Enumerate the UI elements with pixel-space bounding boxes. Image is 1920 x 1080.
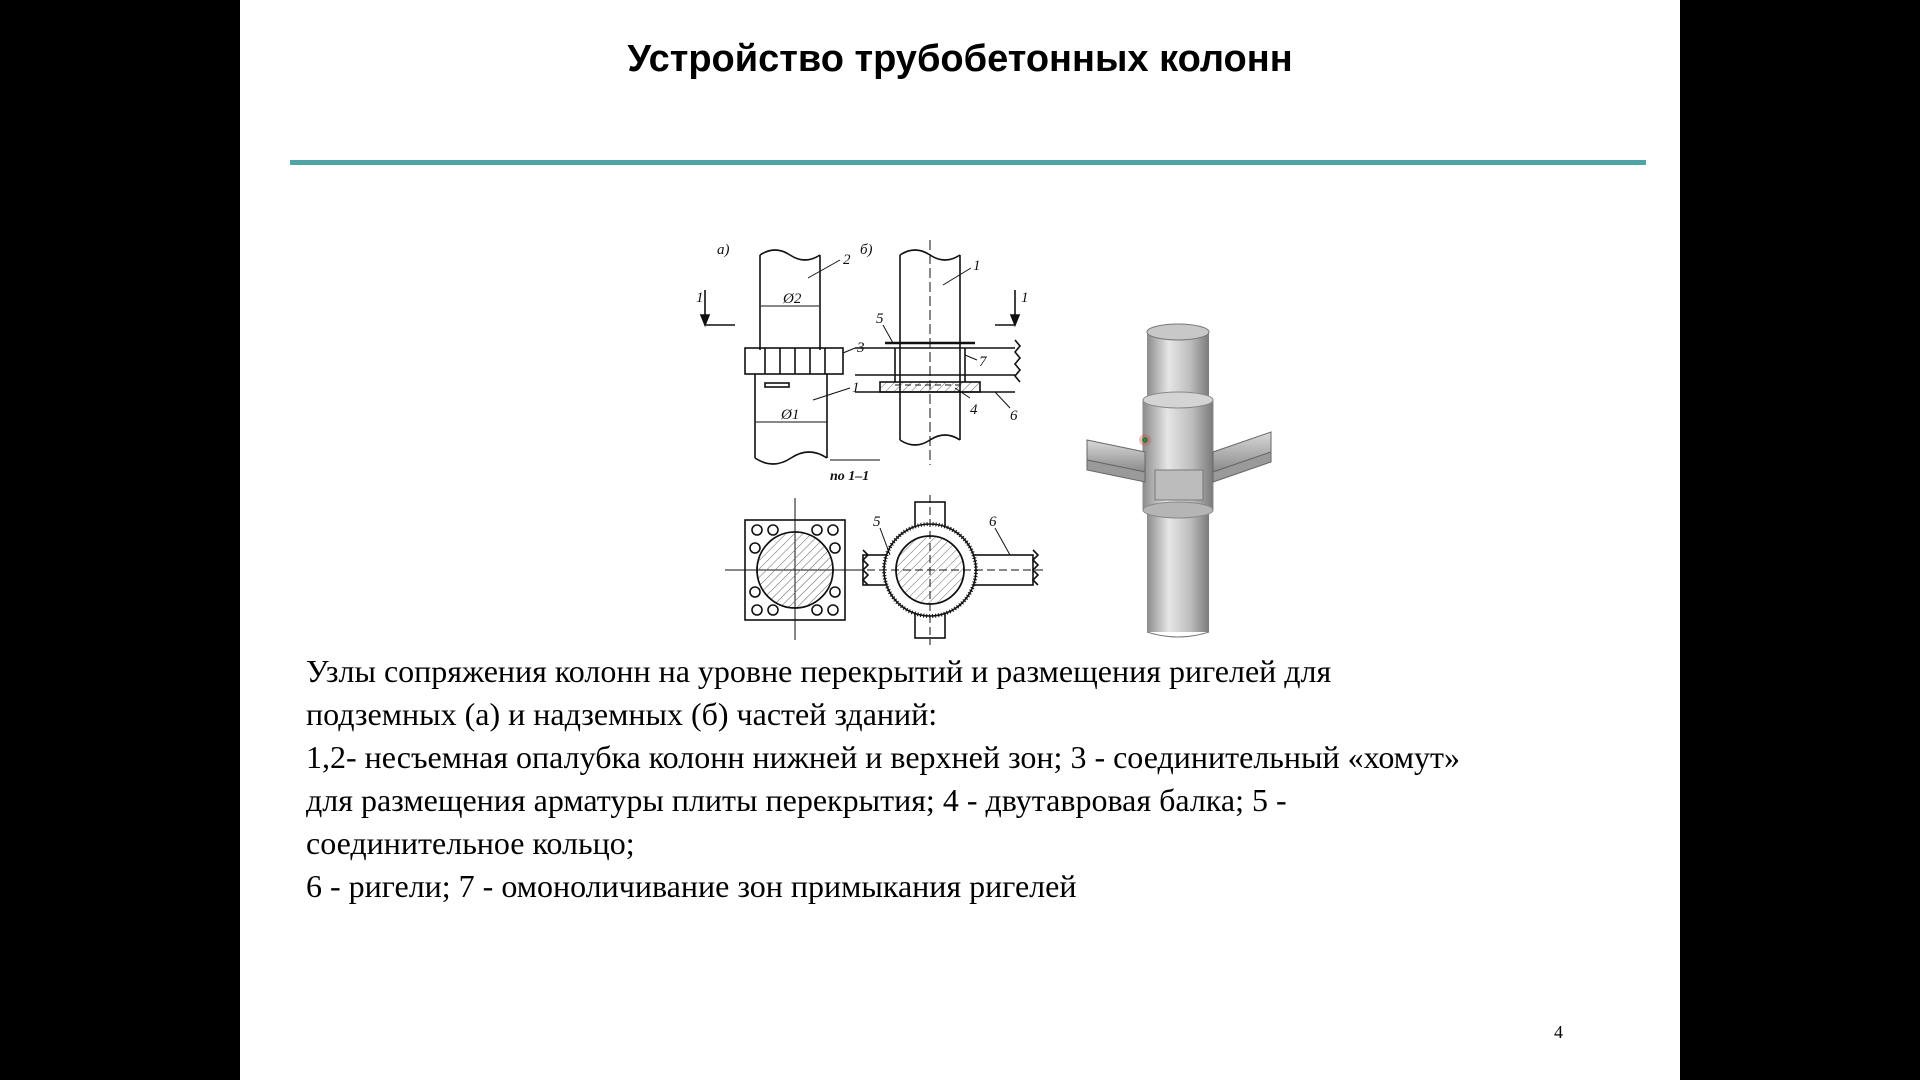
label-a: а) [717,242,730,258]
label-1b: 1 [973,258,981,274]
label-1a: 1 [852,380,860,396]
slide: Устройство трубобетонных колонн [240,0,1680,1080]
label-3: 3 [856,340,865,356]
column-joint-3d-render [1086,323,1272,638]
caption-line: для размещения арматуры плиты перекрытия… [306,782,1287,818]
label-b: б) [860,242,873,258]
figure-caption: Узлы сопряжения колонн на уровне перекры… [306,650,1626,908]
label-7: 7 [979,354,988,370]
caption-line: соединительное кольцо; [306,825,635,861]
page-number: 4 [1554,1022,1563,1042]
label-section: по 1–1 [830,469,869,484]
label-5b: 5 [873,514,881,530]
caption-line: 1,2- несъемная опалубка колонн нижней и … [306,739,1461,775]
title-divider [290,160,1646,165]
label-d2: Ø2 [782,291,802,307]
column-joint-drawing: а) б) Ø2 Ø1 2 3 1 1 1 1 5 7 4 6 по 1–1 5… [696,240,1045,645]
label-cut-2: 1 [1021,290,1029,306]
label-6a: 6 [1010,408,1018,424]
label-cut-1: 1 [696,290,704,306]
caption-line: Узлы сопряжения колонн на уровне перекры… [306,653,1332,689]
label-5a: 5 [876,311,884,327]
label-6b: 6 [989,514,997,530]
label-2: 2 [843,252,851,268]
slide-title: Устройство трубобетонных колонн [627,38,1293,80]
label-4: 4 [970,402,978,418]
label-d1: Ø1 [780,407,799,423]
caption-line: 6 - ригели; 7 - омоноличивание зон примы… [306,868,1077,904]
caption-line: подземных (а) и надземных (б) частей зда… [306,696,938,732]
